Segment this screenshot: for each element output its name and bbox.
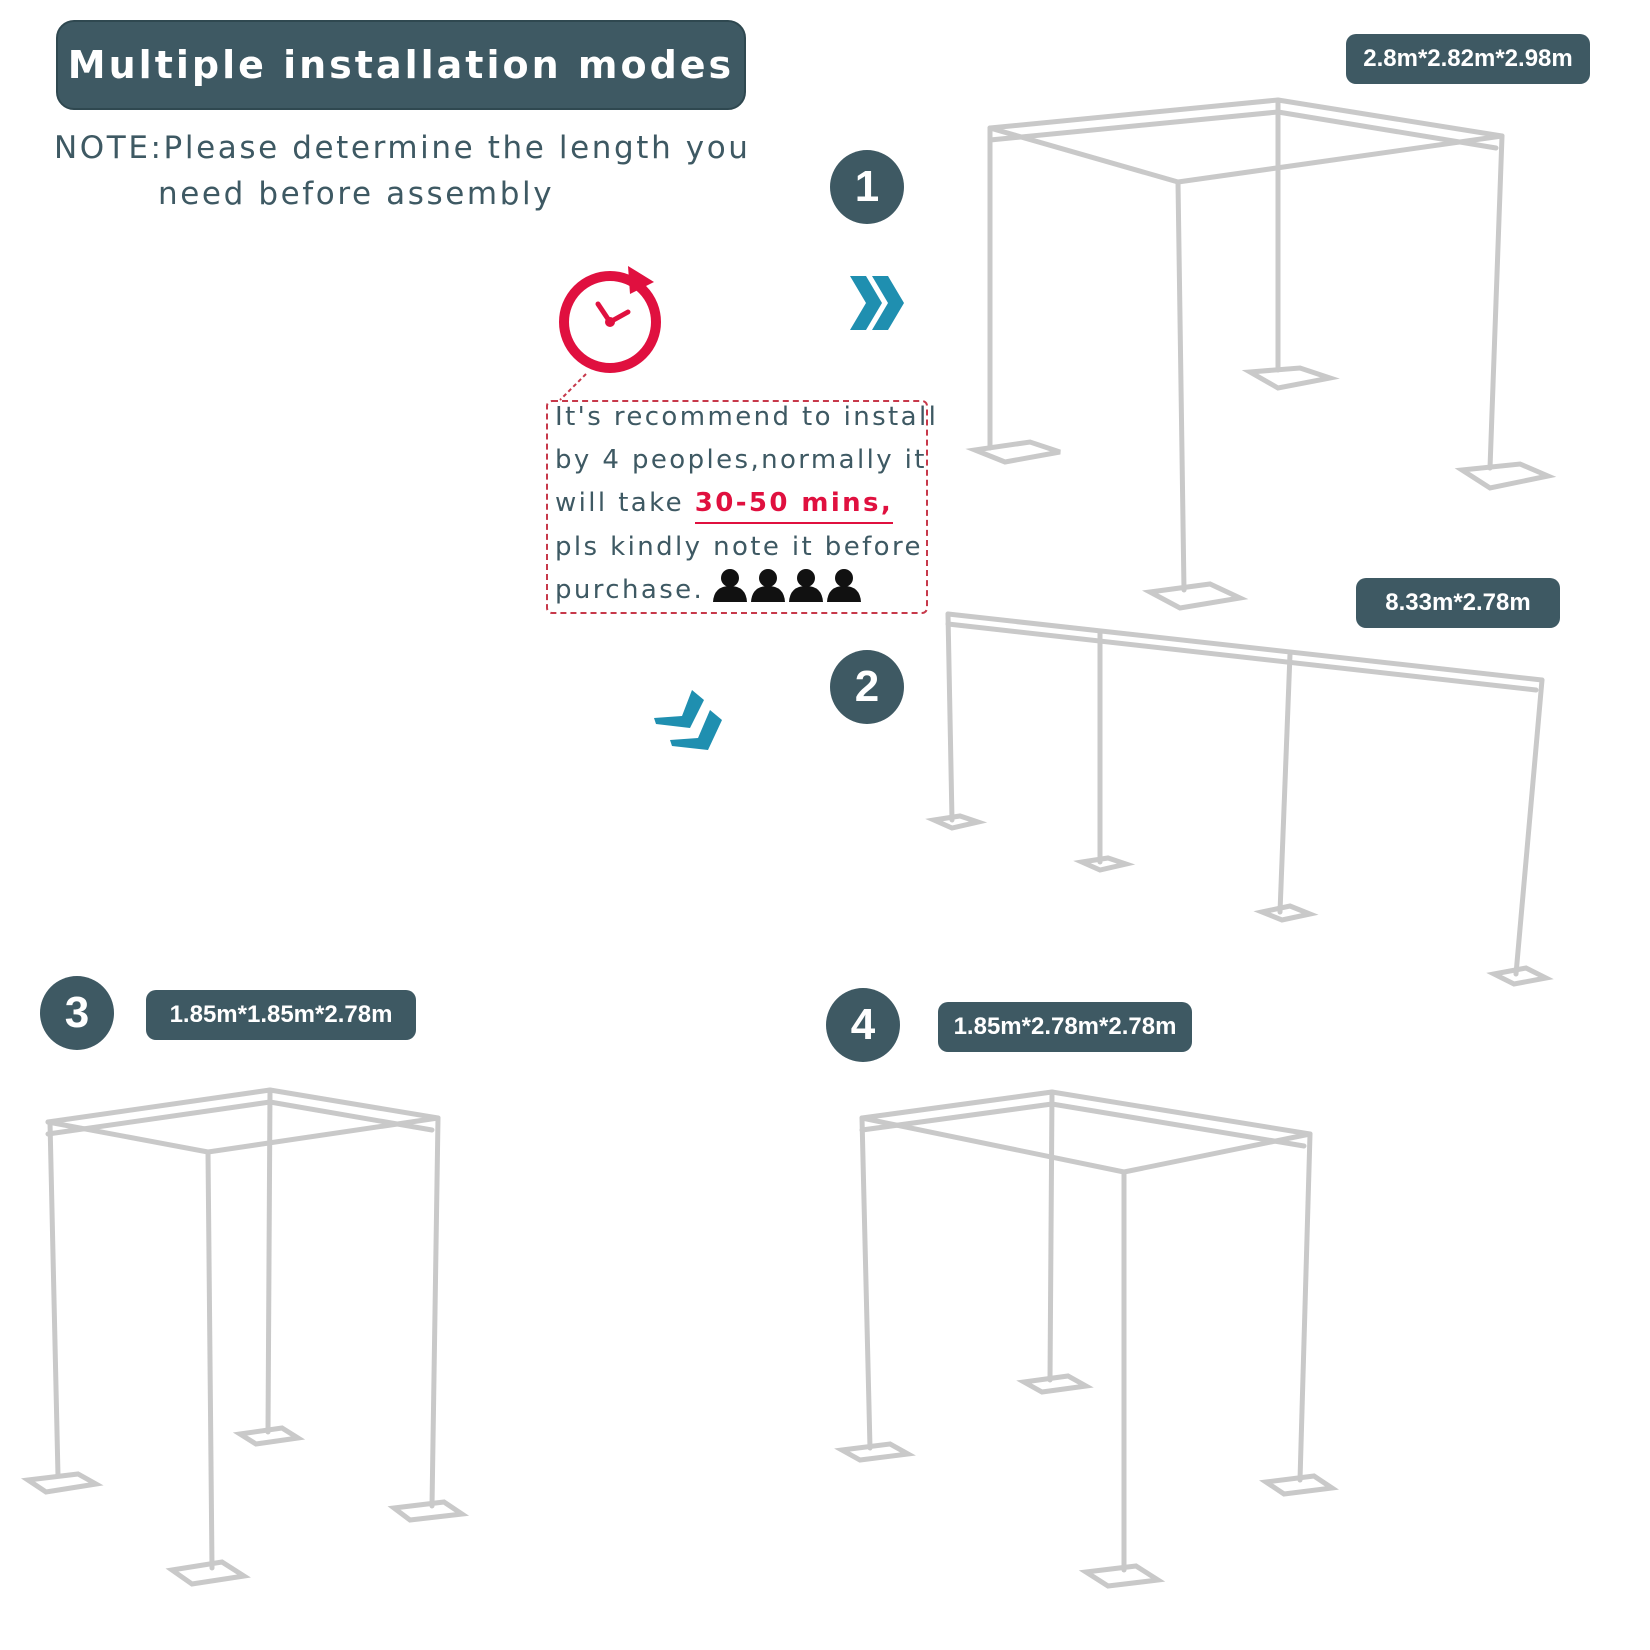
people-icon-group	[713, 569, 861, 602]
double-chevron-right-icon	[850, 276, 904, 330]
mode-2-size-label: 8.33m*2.78m	[1356, 578, 1560, 628]
frame-mode-2	[925, 611, 1554, 987]
mode-4-size-label: 1.85m*2.78m*2.78m	[938, 1002, 1192, 1052]
person-icon	[827, 569, 861, 602]
person-icon	[713, 569, 747, 602]
person-icon	[789, 569, 823, 602]
mode-2-number-badge: 2	[830, 650, 904, 724]
mode-1-size-label: 2.8m*2.82m*2.98m	[1346, 34, 1590, 84]
page-title: Multiple installation modes	[67, 43, 735, 87]
install-time-highlight: 30-50 mins,	[694, 488, 894, 524]
mode-1-number-badge: 1	[830, 150, 904, 224]
tip-line-1: It's recommend to install	[555, 402, 939, 432]
frame-mode-3	[20, 1087, 470, 1587]
tip-connector	[559, 373, 587, 401]
tip-line-2: by 4 peoples,normally it	[555, 445, 927, 475]
note-line-1: NOTE:Please determine the length you	[54, 130, 751, 166]
frame-mode-4	[834, 1089, 1339, 1589]
mode-3-number-badge: 3	[40, 976, 114, 1050]
tip-line-4: pls kindly note it before	[555, 532, 923, 562]
tip-line-3-prefix: will take	[555, 488, 695, 518]
clock-refresh-icon	[559, 266, 661, 373]
person-icon	[751, 569, 785, 602]
tip-line-5: purchase.	[555, 575, 705, 605]
mode-3-size-label: 1.85m*1.85m*2.78m	[146, 990, 416, 1040]
tip-line-3: will take 30-50 mins,	[555, 488, 894, 524]
mode-4-number-badge: 4	[826, 988, 900, 1062]
people-icons	[712, 568, 868, 606]
tip-box	[546, 400, 928, 614]
frame-mode-1	[965, 97, 1557, 611]
double-chevron-down-icon	[654, 690, 722, 750]
note-line-2: need before assembly	[158, 176, 555, 212]
title-banner: Multiple installation modes	[56, 20, 746, 110]
